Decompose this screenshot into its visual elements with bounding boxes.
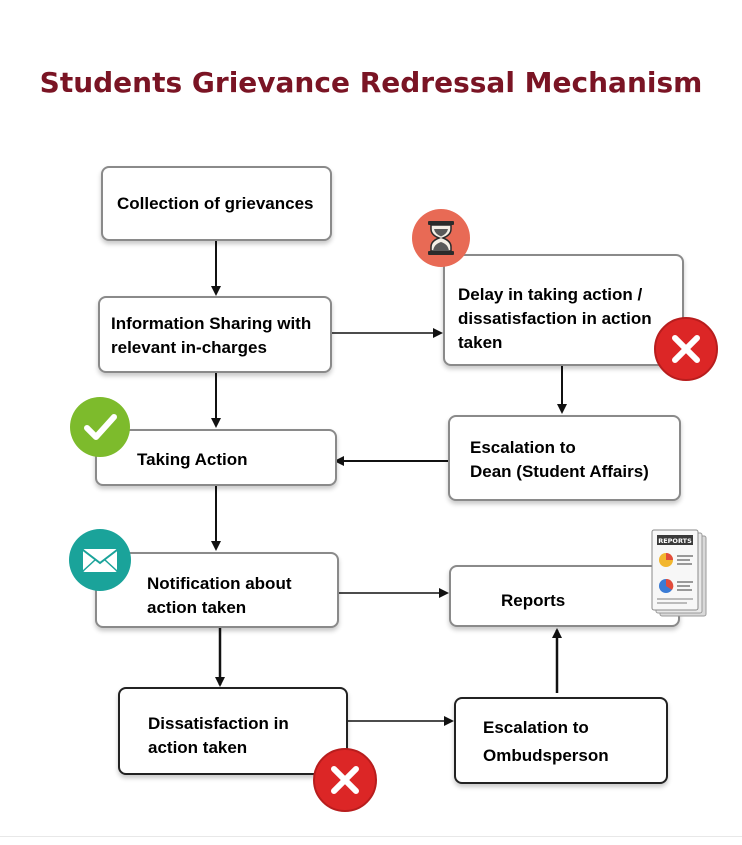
- node-escalation-to-dean: Escalation to Dean (Student Affairs): [448, 415, 681, 501]
- reports-icon-label: REPORTS: [658, 537, 692, 545]
- node-notification-about-action: Notification about action taken: [95, 552, 339, 628]
- node-information-sharing: Information Sharing with relevant in-cha…: [98, 296, 332, 373]
- x-mark-icon: [654, 317, 718, 381]
- node-taking-action: Taking Action: [95, 429, 337, 486]
- envelope-icon: [69, 529, 131, 591]
- node-reports: Reports: [449, 565, 680, 627]
- node-collection-of-grievances: Collection of grievances: [101, 166, 332, 241]
- page-title: Students Grievance Redressal Mechanism: [39, 66, 703, 99]
- reports-document-icon: REPORTS: [651, 529, 707, 617]
- checkmark-icon: [70, 397, 130, 457]
- divider: [0, 836, 742, 837]
- node-delay-in-action: Delay in taking action / dissatisfaction…: [443, 254, 684, 366]
- node-dissatisfaction: Dissatisfaction in action taken: [118, 687, 348, 775]
- node-escalation-to-ombudsperson: Escalation to Ombudsperson: [454, 697, 668, 784]
- x-mark-icon: [313, 748, 377, 812]
- hourglass-icon: [412, 209, 470, 267]
